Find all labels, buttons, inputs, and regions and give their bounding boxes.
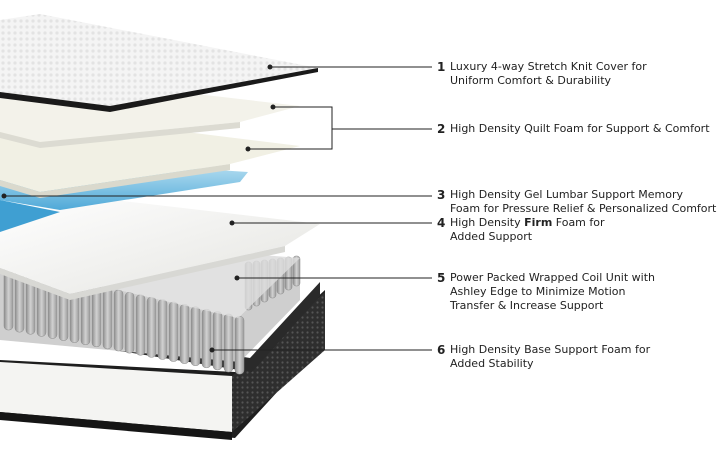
layer-3-line-2: Foam for Pressure Relief & Personalized … bbox=[450, 202, 717, 215]
firm-foam-layer bbox=[0, 196, 320, 300]
leader-dot-4 bbox=[229, 220, 235, 226]
coil-pocket bbox=[201, 308, 212, 369]
layer-5-line-3: Transfer & Increase Support bbox=[450, 299, 604, 312]
layer-4-line-1-pre: High Density bbox=[450, 216, 525, 229]
leader-dot-3 bbox=[1, 193, 7, 199]
layer-6-line-2: Added Stability bbox=[450, 357, 534, 370]
knit-cover-layer bbox=[0, 14, 318, 112]
layer-4-line-2: Added Support bbox=[450, 230, 533, 243]
coil-pocket bbox=[179, 304, 190, 364]
layer-2-line-1: High Density Quilt Foam for Support & Co… bbox=[450, 122, 710, 135]
layer-1-line-1: Luxury 4-way Stretch Knit Cover for bbox=[450, 60, 647, 73]
leader-line-2 bbox=[248, 106, 333, 150]
layer-label-5: 5 Power Packed Wrapped Coil Unit with As… bbox=[437, 271, 655, 313]
coil-pocket bbox=[113, 289, 124, 352]
layer-number-5: 5 bbox=[437, 271, 446, 285]
coil-pocket bbox=[135, 294, 146, 356]
coil-pocket bbox=[124, 292, 135, 354]
layer-number-6: 6 bbox=[437, 343, 446, 357]
layer-5-line-2: Ashley Edge to Minimize Motion bbox=[450, 285, 626, 298]
coil-pocket bbox=[190, 306, 201, 366]
layer-4-line-1: High Density Firm Foam for bbox=[450, 216, 605, 230]
coil-pocket bbox=[168, 301, 179, 362]
layer-number-4: 4 bbox=[437, 216, 446, 230]
coil-pocket bbox=[157, 299, 168, 360]
layer-6-line-1: High Density Base Support Foam for bbox=[450, 343, 651, 356]
leader-dot-1 bbox=[267, 64, 273, 70]
layer-label-3: 3 High Density Gel Lumbar Support Memory… bbox=[437, 188, 716, 216]
layer-label-4: 4 High Density Firm Foam for Added Suppo… bbox=[437, 216, 605, 244]
layer-5-line-1: Power Packed Wrapped Coil Unit with bbox=[450, 271, 656, 284]
leader-dot-2a bbox=[270, 104, 276, 110]
coil-pocket bbox=[234, 316, 245, 375]
layer-3-line-1: High Density Gel Lumbar Support Memory bbox=[450, 188, 684, 201]
coil-pocket bbox=[146, 296, 157, 358]
leader-dot-6 bbox=[209, 347, 215, 353]
coil-pocket bbox=[102, 287, 113, 350]
coil-pocket bbox=[223, 313, 234, 373]
leader-dot-5 bbox=[234, 275, 240, 281]
layer-4-line-1-post: Foam for bbox=[552, 216, 605, 229]
layer-1-line-2: Uniform Comfort & Durability bbox=[450, 74, 612, 87]
layer-label-1: 1 Luxury 4-way Stretch Knit Cover for Un… bbox=[437, 60, 647, 88]
layer-number-3: 3 bbox=[437, 188, 446, 202]
layer-4-firm-word: Firm bbox=[524, 216, 553, 229]
layer-number-1: 1 bbox=[437, 60, 446, 74]
layer-label-6: 6 High Density Base Support Foam for Add… bbox=[437, 343, 650, 371]
layer-number-2: 2 bbox=[437, 122, 446, 136]
leader-dot-2b bbox=[245, 146, 251, 152]
layer-label-2: 2 High Density Quilt Foam for Support & … bbox=[437, 122, 710, 136]
coil-pocket bbox=[212, 311, 223, 371]
